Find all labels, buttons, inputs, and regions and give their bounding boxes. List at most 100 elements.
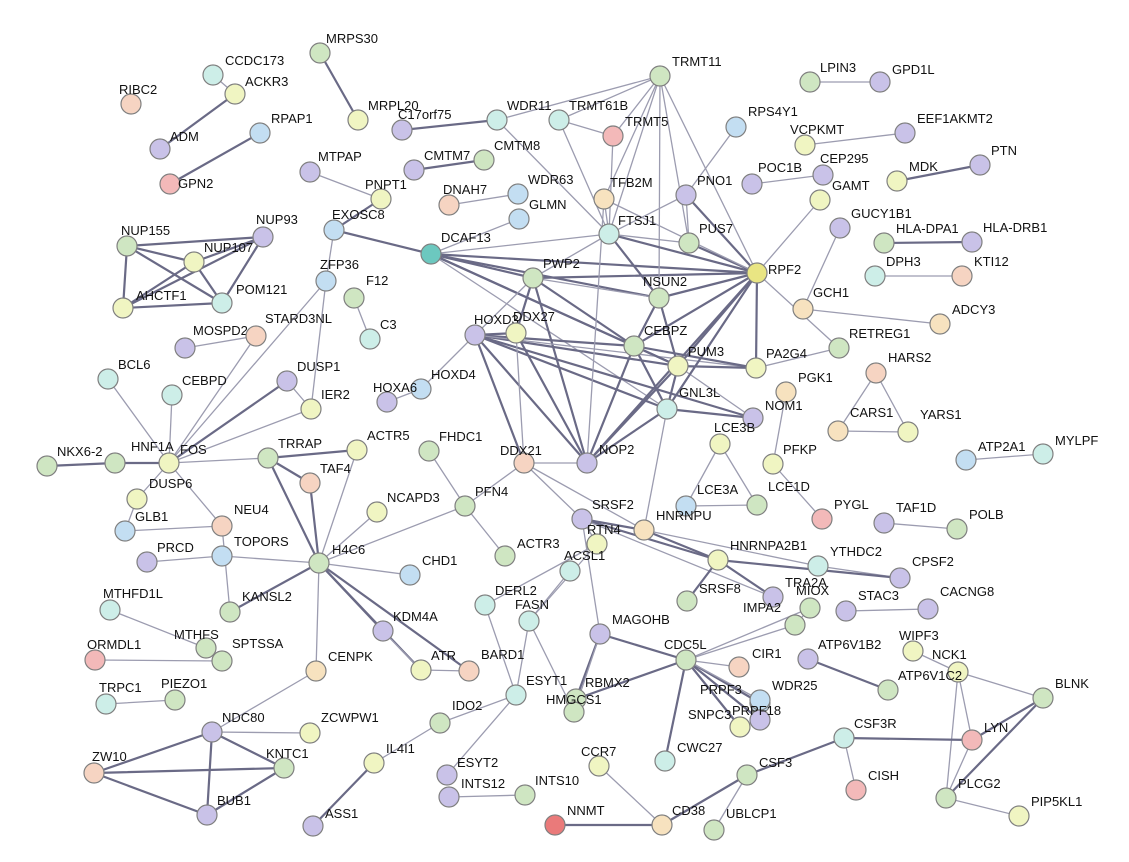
node-circle-ackr3[interactable] — [224, 83, 246, 105]
node-csf3r[interactable]: CSF3R — [833, 716, 897, 749]
node-ormdl1[interactable]: ORMDL1 — [84, 637, 141, 671]
node-circle-srsf2[interactable] — [571, 508, 593, 530]
node-taf4[interactable]: TAF4 — [299, 461, 351, 494]
node-circle-ccdc173[interactable] — [202, 64, 224, 86]
node-atp2a1[interactable]: ATP2A1 — [955, 439, 1025, 471]
node-circle-trpc1[interactable] — [95, 693, 117, 715]
node-rtn4[interactable]: RTN4 — [586, 522, 621, 555]
node-esyt1[interactable]: ESYT1 — [505, 673, 567, 706]
node-circle-ormdl1[interactable] — [84, 649, 106, 671]
node-srsf2[interactable]: SRSF2 — [571, 497, 634, 530]
node-cebpz[interactable]: CEBPZ — [623, 323, 687, 357]
node-poc1b[interactable]: POC1B — [741, 160, 802, 195]
node-circle-pom121[interactable] — [211, 292, 233, 314]
node-circle-tfb2m[interactable] — [593, 188, 615, 210]
node-csf3[interactable]: CSF3 — [736, 755, 792, 786]
node-glmn[interactable]: GLMN — [508, 197, 567, 230]
node-f12[interactable]: F12 — [343, 273, 388, 309]
node-circle-ass1[interactable] — [302, 815, 324, 837]
node-nup93[interactable]: NUP93 — [252, 212, 298, 248]
node-circle-wdr11[interactable] — [486, 109, 508, 131]
node-wdr63[interactable]: WDR63 — [507, 172, 574, 205]
node-ptn[interactable]: PTN — [969, 143, 1017, 176]
node-circle-snpc3[interactable] — [729, 716, 751, 738]
node-atp6v1b2[interactable]: ATP6V1B2 — [797, 637, 881, 670]
node-nck1[interactable]: NCK1 — [932, 647, 969, 683]
node-pygl[interactable]: PYGL — [811, 497, 869, 530]
node-cpsf2[interactable]: CPSF2 — [889, 554, 954, 589]
node-ddx27[interactable]: DDX27 — [505, 309, 555, 344]
node-atr[interactable]: ATR — [410, 648, 456, 681]
node-circle-il4i1[interactable] — [363, 752, 385, 774]
node-cish[interactable]: CISH — [845, 768, 899, 801]
node-hmgcs1[interactable]: HMGCS1 — [546, 692, 602, 723]
node-ahctf1[interactable]: AHCTF1 — [112, 288, 187, 319]
node-circle-ublcp1[interactable] — [703, 819, 725, 841]
node-circle-kdm4a[interactable] — [372, 620, 394, 642]
node-circle-cars1[interactable] — [827, 420, 849, 442]
node-pnpt1[interactable]: PNPT1 — [365, 177, 407, 210]
node-circle-mthfs[interactable] — [195, 637, 217, 659]
node-yars1[interactable]: YARS1 — [897, 407, 962, 443]
node-circle-cmtm8[interactable] — [473, 149, 495, 171]
node-kansl2[interactable]: KANSL2 — [219, 589, 292, 623]
node-fasn[interactable]: FASN — [515, 597, 549, 632]
node-circle-pa2g4[interactable] — [745, 357, 767, 379]
node-trrap[interactable]: TRRAP — [257, 436, 322, 469]
node-nup107[interactable]: NUP107 — [183, 240, 253, 273]
node-circle-cebpd[interactable] — [161, 384, 183, 406]
node-circle-prcd[interactable] — [136, 551, 158, 573]
node-circle-lyn[interactable] — [961, 729, 983, 751]
node-circle-ftsj1[interactable] — [598, 223, 620, 245]
node-circle-ptn[interactable] — [969, 154, 991, 176]
node-mospd2[interactable]: MOSPD2 — [174, 323, 248, 359]
node-circle-lce3a[interactable] — [675, 495, 697, 517]
node-circle-zfp36[interactable] — [315, 270, 337, 292]
node-circle-csf3[interactable] — [736, 764, 758, 786]
node-rps4y1[interactable]: RPS4Y1 — [725, 104, 798, 138]
node-circle-bub1[interactable] — [196, 804, 218, 826]
node-rpf2[interactable]: RPF2 — [746, 262, 801, 284]
node-zcwpw1[interactable]: ZCWPW1 — [299, 710, 379, 744]
node-kdm4a[interactable]: KDM4A — [372, 609, 438, 642]
node-circle-rpf2[interactable] — [746, 262, 768, 284]
node-adm[interactable]: ADM — [149, 129, 199, 160]
node-circle-esyt1[interactable] — [505, 684, 527, 706]
node-circle-atr[interactable] — [410, 659, 432, 681]
node-circle-hla-drb1[interactable] — [961, 231, 983, 253]
node-circle-ier2[interactable] — [300, 398, 322, 420]
node-circle-nom1[interactable] — [742, 407, 764, 429]
node-esyt2[interactable]: ESYT2 — [436, 755, 498, 786]
node-neu4[interactable]: NEU4 — [211, 502, 269, 537]
node-gpd1l[interactable]: GPD1L — [869, 62, 935, 93]
node-circle-bcl6[interactable] — [97, 368, 119, 390]
node-circle-kti12[interactable] — [951, 265, 973, 287]
node-circle-hnf1a[interactable] — [104, 452, 126, 474]
node-snpc3[interactable]: SNPC3 — [688, 707, 751, 738]
node-circle-hmgcs1[interactable] — [563, 701, 585, 723]
node-circle-cacng8[interactable] — [917, 598, 939, 620]
node-circle-kansl2[interactable] — [219, 601, 241, 623]
node-dph3[interactable]: DPH3 — [864, 254, 921, 287]
node-circle-trmt11[interactable] — [649, 65, 671, 87]
node-bcl6[interactable]: BCL6 — [97, 357, 151, 390]
node-circle-mospd2[interactable] — [174, 337, 196, 359]
node-circle-miox[interactable] — [799, 597, 821, 619]
node-fhdc1[interactable]: FHDC1 — [418, 429, 482, 462]
node-circle-cish[interactable] — [845, 779, 867, 801]
node-adcy3[interactable]: ADCY3 — [929, 302, 995, 335]
node-circle-cwc27[interactable] — [654, 750, 676, 772]
node-pno1[interactable]: PNO1 — [675, 173, 732, 206]
node-circle-h4c6[interactable] — [308, 552, 330, 574]
node-circle-c17orf75[interactable] — [391, 119, 413, 141]
node-circle-nnmt[interactable] — [544, 814, 566, 836]
node-fos[interactable]: FOS — [158, 442, 207, 474]
node-circle-f12[interactable] — [343, 287, 365, 309]
node-circle-fhdc1[interactable] — [418, 440, 440, 462]
node-lce3a[interactable]: LCE3A — [675, 482, 739, 517]
node-circle-ddx21[interactable] — [513, 452, 535, 474]
node-circle-wdr63[interactable] — [507, 183, 529, 205]
node-circle-cenpk[interactable] — [305, 660, 327, 682]
node-sptssa[interactable]: SPTSSA — [211, 636, 284, 672]
node-dcaf13[interactable]: DCAF13 — [420, 230, 491, 265]
